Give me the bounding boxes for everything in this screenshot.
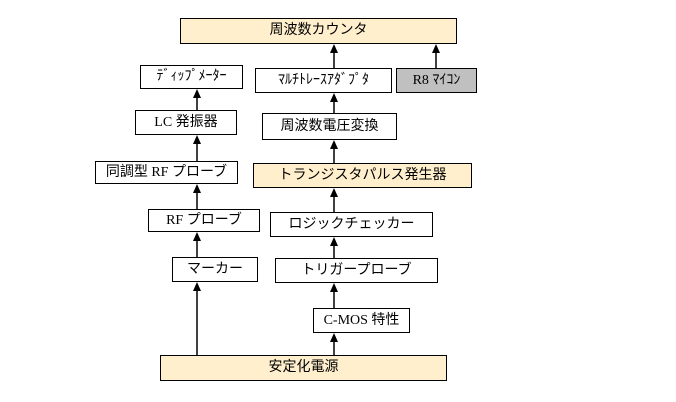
node-label-logic-checker: ロジックチェッカー bbox=[288, 216, 415, 232]
node-dip-meter: ﾃﾞｨｯﾌﾟﾒｰﾀｰ bbox=[140, 65, 243, 89]
arrowhead bbox=[193, 232, 201, 241]
node-label-dip-meter: ﾃﾞｨｯﾌﾟﾒｰﾀｰ bbox=[156, 69, 227, 84]
arrowhead bbox=[432, 44, 440, 53]
node-tuned-rf-probe: 同調型 RF プローブ bbox=[95, 161, 238, 184]
arrow-rf-probe-to-tuned-rf-probe bbox=[193, 184, 201, 209]
node-lc-oscillator: LC 発振器 bbox=[135, 110, 237, 135]
node-freq-voltage: 周波数電圧変換 bbox=[262, 113, 397, 140]
arrowhead bbox=[330, 188, 338, 197]
arrow-lc-oscillator-to-dip-meter bbox=[193, 89, 201, 110]
node-label-power-supply: 安定化電源 bbox=[268, 360, 339, 375]
arrowhead bbox=[193, 135, 201, 144]
node-power-supply: 安定化電源 bbox=[160, 355, 447, 381]
node-marker: マーカー bbox=[172, 257, 258, 282]
node-transistor-pulse: トランジスタパルス発生器 bbox=[253, 163, 472, 188]
arrow-freq-voltage-to-multitrace-adapter bbox=[330, 93, 338, 113]
arrowhead bbox=[330, 93, 338, 102]
node-cmos: C-MOS 特性 bbox=[313, 308, 410, 333]
arrow-multitrace-adapter-to-freq-counter bbox=[330, 44, 338, 68]
node-r8-micon: R8 ﾏｲｺﾝ bbox=[396, 68, 477, 93]
node-label-freq-counter: 周波数カウンタ bbox=[269, 23, 368, 38]
node-label-trigger-probe: トリガープローブ bbox=[301, 262, 412, 278]
node-label-rf-probe: RF プローブ bbox=[166, 212, 242, 228]
node-label-multitrace-adapter: ﾏﾙﾁﾄﾚｰｽｱﾀﾞﾌﾟﾀ bbox=[278, 72, 369, 88]
arrow-power-supply-to-cmos bbox=[330, 333, 338, 355]
arrowhead bbox=[330, 44, 338, 53]
arrowhead bbox=[193, 184, 201, 193]
node-label-transistor-pulse: トランジスタパルス発生器 bbox=[278, 167, 447, 183]
node-trigger-probe: トリガープローブ bbox=[275, 258, 438, 283]
node-multitrace-adapter: ﾏﾙﾁﾄﾚｰｽｱﾀﾞﾌﾟﾀ bbox=[255, 68, 392, 93]
arrowhead bbox=[330, 283, 338, 292]
node-rf-probe: RF プローブ bbox=[148, 209, 260, 232]
arrow-r8-micon-to-freq-counter bbox=[432, 44, 440, 68]
arrow-tuned-rf-probe-to-lc-oscillator bbox=[193, 135, 201, 161]
node-label-lc-oscillator: LC 発振器 bbox=[154, 114, 218, 130]
node-freq-counter: 周波数カウンタ bbox=[180, 18, 457, 44]
arrowhead bbox=[330, 333, 338, 342]
node-label-cmos: C-MOS 特性 bbox=[323, 312, 400, 328]
arrow-power-supply-to-marker bbox=[193, 282, 201, 355]
arrowhead bbox=[193, 282, 201, 291]
node-label-r8-micon: R8 ﾏｲｺﾝ bbox=[412, 72, 461, 88]
arrowhead bbox=[330, 140, 338, 149]
arrow-marker-to-rf-probe bbox=[193, 232, 201, 257]
node-logic-checker: ロジックチェッカー bbox=[270, 212, 433, 237]
arrow-trigger-probe-to-logic-checker bbox=[330, 237, 338, 258]
arrow-transistor-pulse-to-freq-voltage bbox=[330, 140, 338, 163]
node-label-freq-voltage: 周波数電圧変換 bbox=[280, 118, 379, 134]
arrow-cmos-to-trigger-probe bbox=[330, 283, 338, 308]
arrowhead bbox=[330, 237, 338, 246]
arrow-logic-checker-to-transistor-pulse bbox=[330, 188, 338, 212]
node-label-marker: マーカー bbox=[187, 261, 243, 277]
node-label-tuned-rf-probe: 同調型 RF プローブ bbox=[105, 164, 228, 180]
arrowhead bbox=[193, 89, 201, 98]
